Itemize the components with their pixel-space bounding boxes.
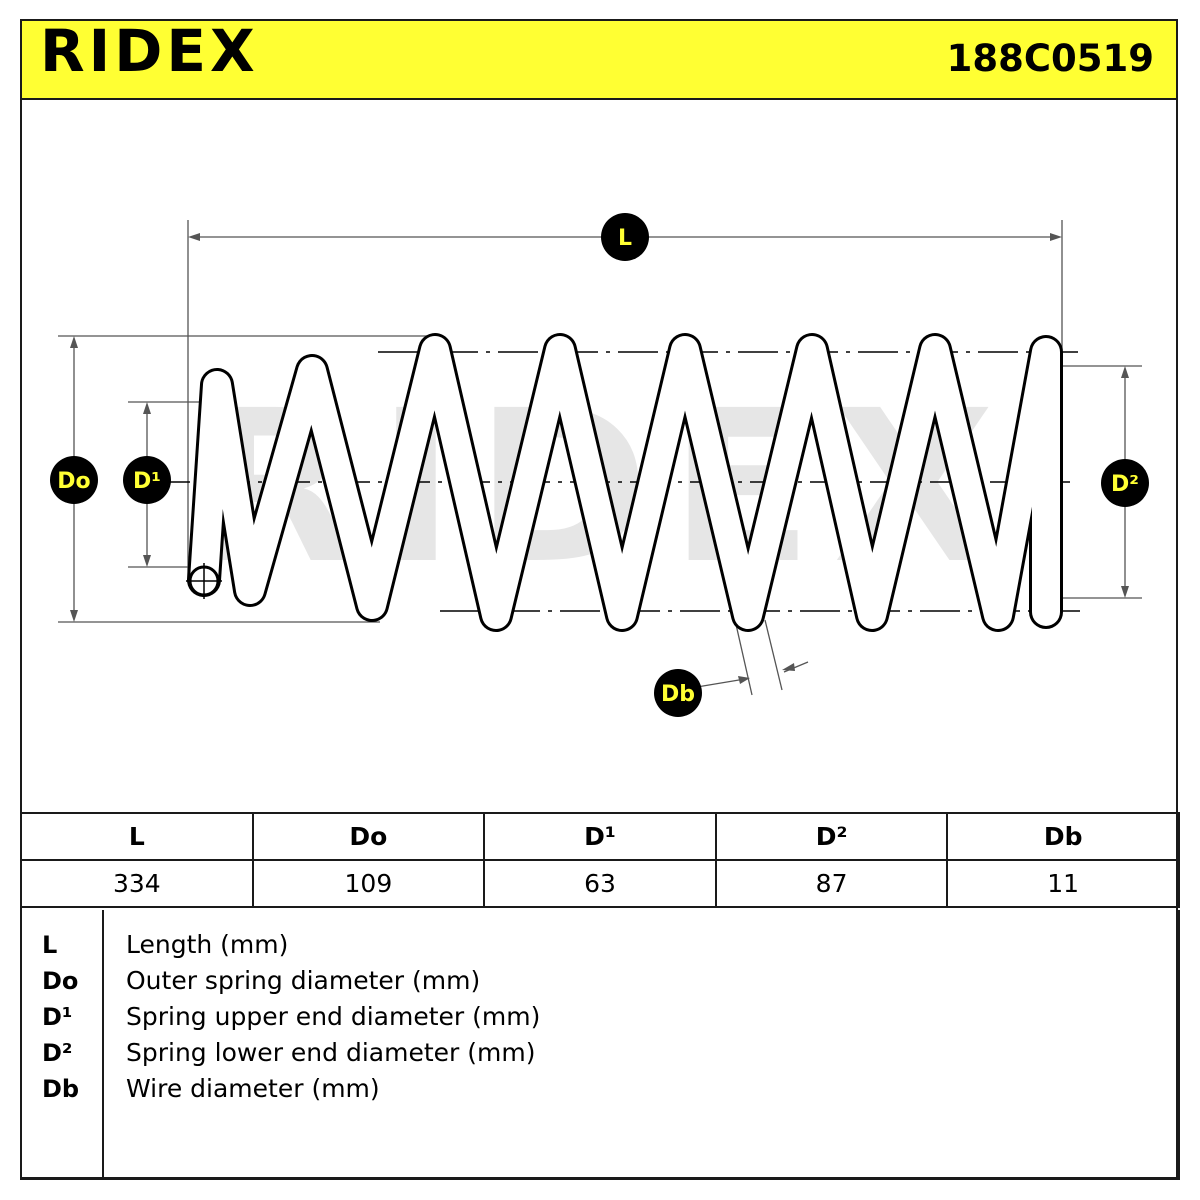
table-cell: 109 [251, 859, 486, 908]
part-number: 188C0519 [946, 37, 1154, 80]
legend-symbol: L [42, 931, 58, 959]
legend-panel: L Length (mm) Do Outer spring diameter (… [20, 910, 1180, 1180]
svg-text:Db: Db [661, 682, 695, 707]
legend-description: Spring upper end diameter (mm) [126, 1002, 541, 1031]
legend-description: Spring lower end diameter (mm) [126, 1038, 536, 1067]
dimensions-table: L Do D¹ D² Db 334 109 63 87 11 [20, 812, 1180, 908]
badge-Db: Db [654, 669, 702, 717]
table-header-row: L Do D¹ D² Db [20, 812, 1180, 861]
table-header-cell: L [20, 812, 254, 861]
table-cell: 11 [946, 859, 1180, 908]
legend-description: Wire diameter (mm) [126, 1074, 380, 1103]
brand-logo: RIDEX [40, 17, 259, 85]
badge-D1: D¹ [123, 456, 171, 504]
table-cell: 334 [20, 859, 254, 908]
svg-text:D¹: D¹ [133, 469, 161, 494]
table-header-cell: D² [714, 812, 949, 861]
badge-L: L [601, 213, 649, 261]
legend-divider [102, 910, 104, 1178]
table-header-cell: D¹ [483, 812, 717, 861]
legend-item: D¹ Spring upper end diameter (mm) [22, 999, 1178, 1035]
svg-text:L: L [618, 226, 632, 251]
wire-end-marker [186, 563, 222, 599]
header-bar [20, 19, 1178, 100]
table-row: 334 109 63 87 11 [20, 859, 1180, 908]
legend-description: Outer spring diameter (mm) [126, 966, 481, 995]
spring-coils [187, 333, 1063, 632]
legend-item: Db Wire diameter (mm) [22, 1071, 1178, 1107]
table-header-cell: Do [251, 812, 486, 861]
arrowheads [70, 233, 1129, 684]
legend-item: D² Spring lower end diameter (mm) [22, 1035, 1178, 1071]
table-cell: 87 [714, 859, 949, 908]
svg-text:Do: Do [57, 469, 90, 494]
legend-symbol: Db [42, 1075, 80, 1103]
legend-item: L Length (mm) [22, 927, 1178, 963]
table-header-cell: Db [946, 812, 1180, 861]
legend-symbol: D² [42, 1039, 73, 1067]
legend-symbol: D¹ [42, 1003, 73, 1031]
legend-symbol: Do [42, 967, 79, 995]
badge-Do: Do [50, 456, 98, 504]
legend-description: Length (mm) [126, 930, 289, 959]
table-cell: 63 [483, 859, 717, 908]
badge-D2: D² [1101, 459, 1149, 507]
svg-text:D²: D² [1111, 472, 1139, 497]
legend-item: Do Outer spring diameter (mm) [22, 963, 1178, 999]
